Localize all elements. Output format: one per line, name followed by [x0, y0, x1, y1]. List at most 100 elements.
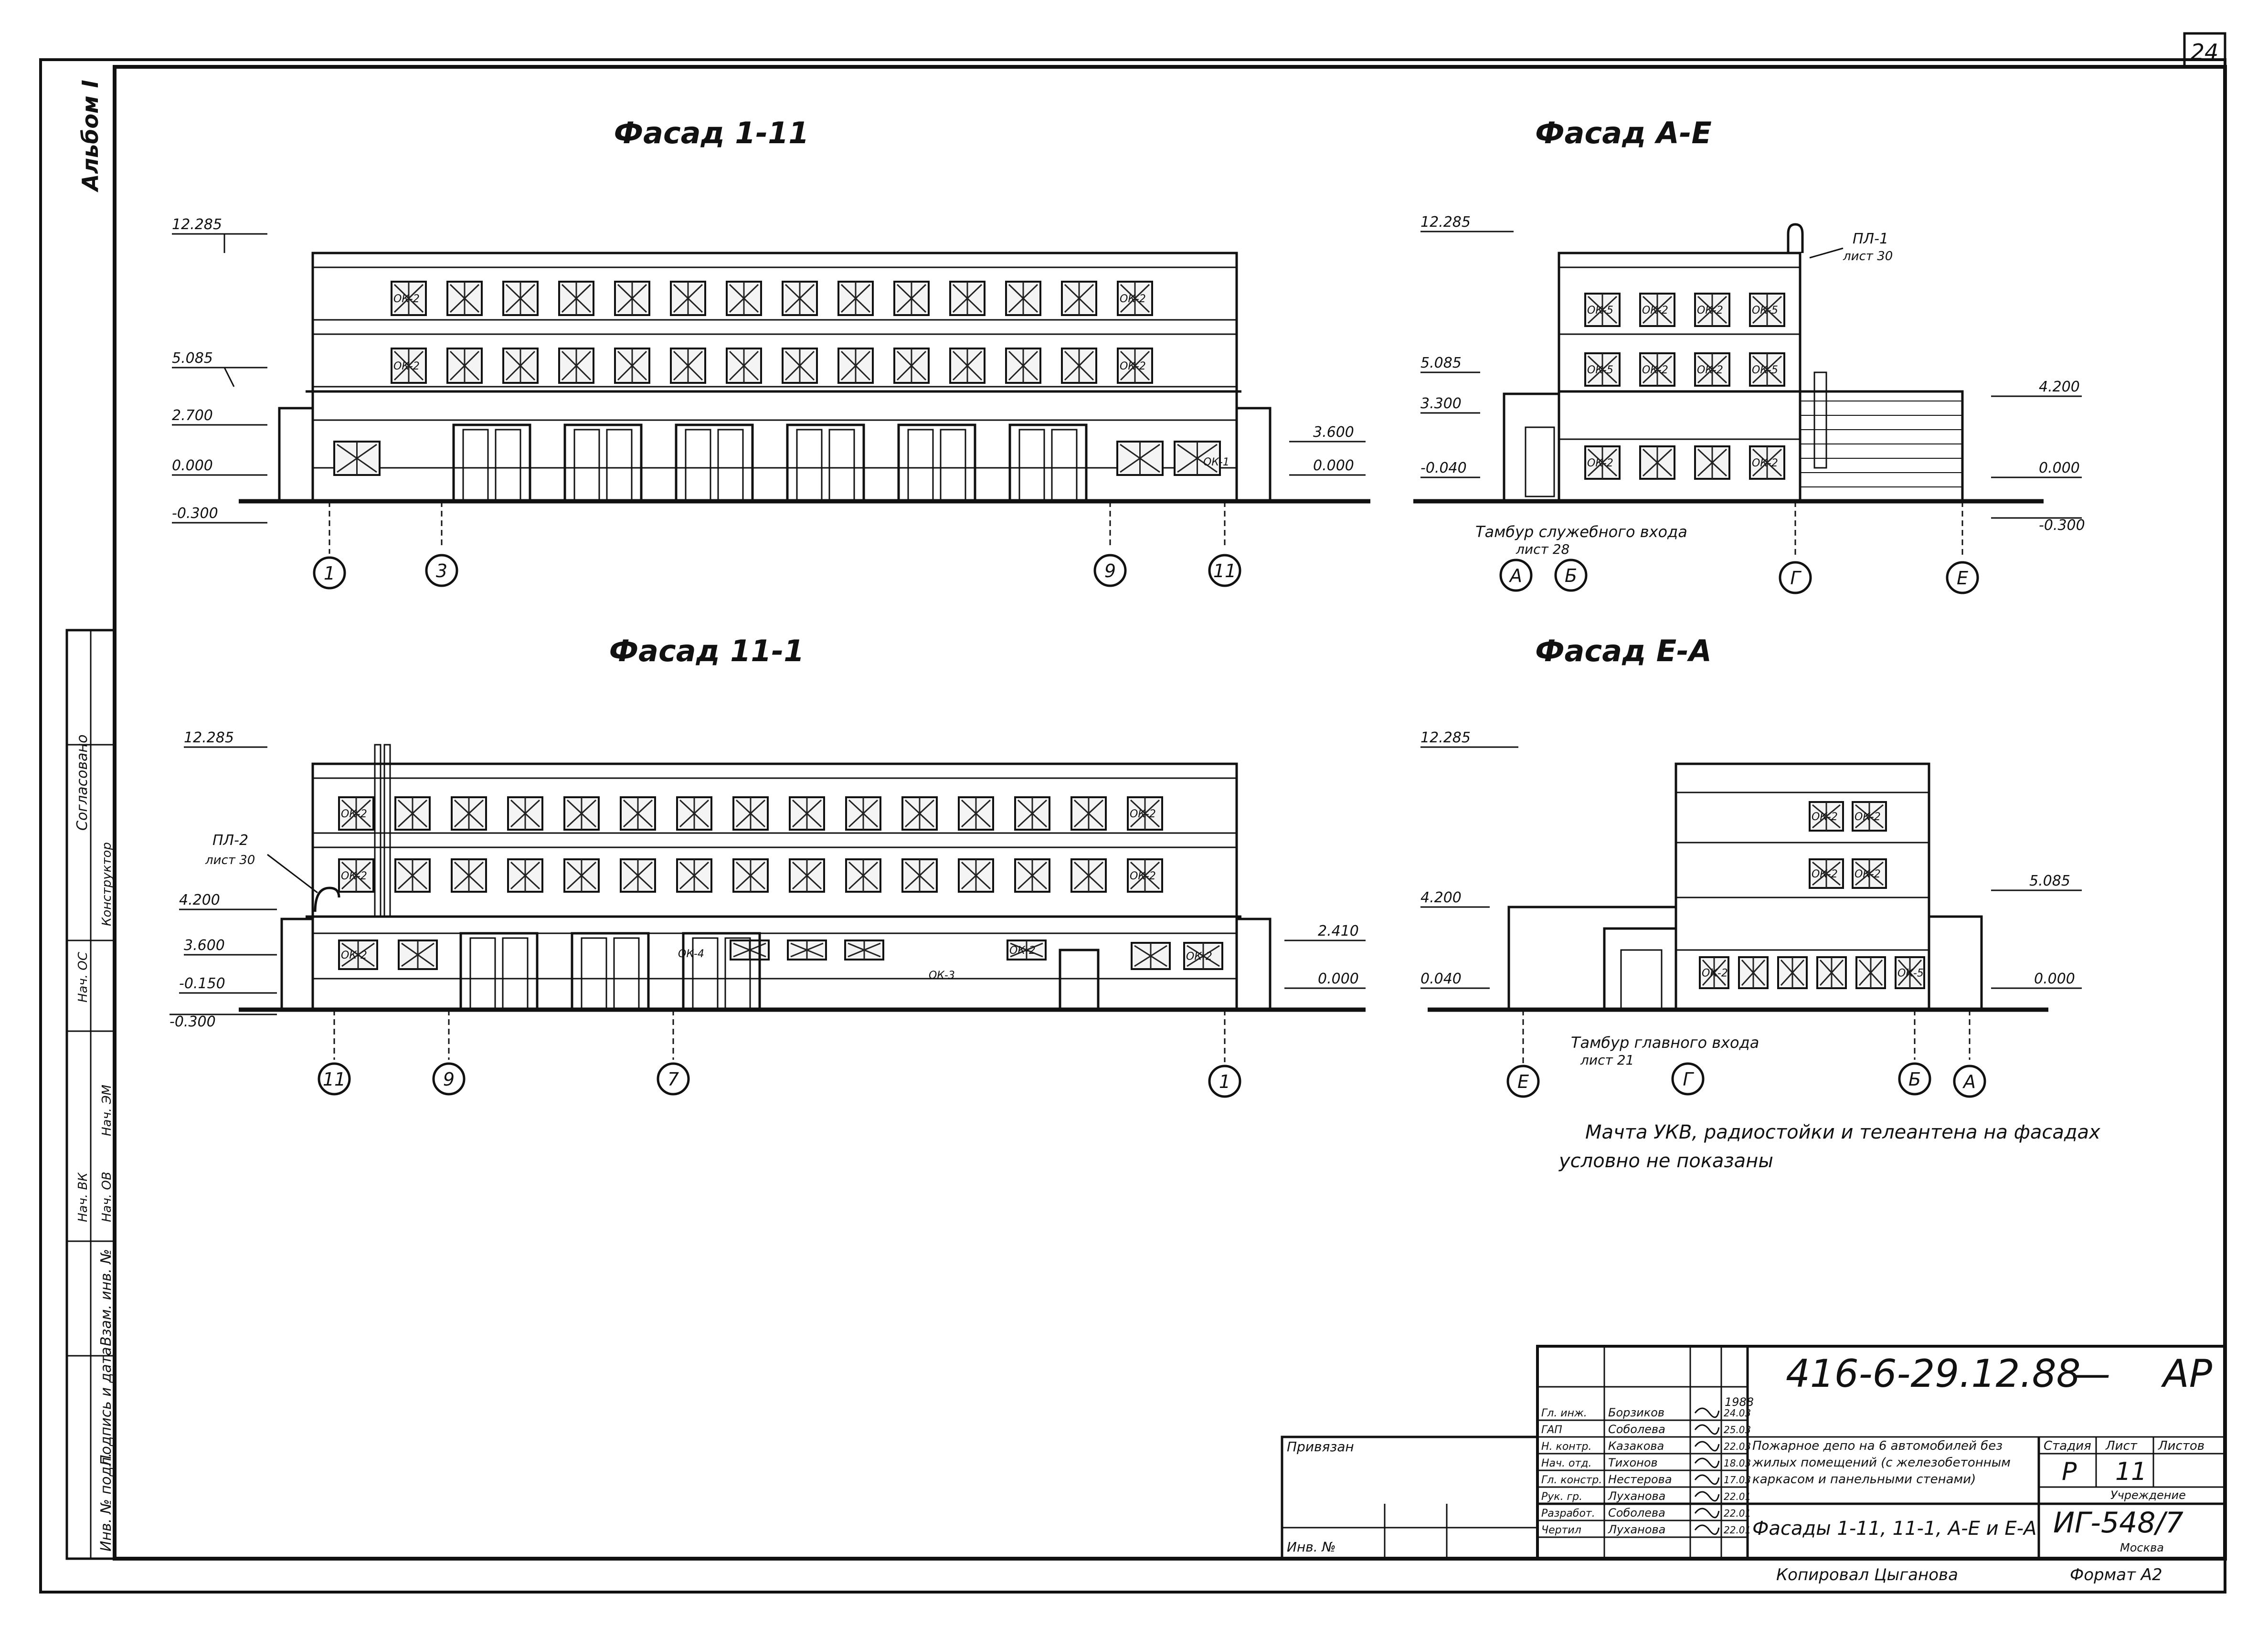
- window-label: ОК-2: [1587, 457, 1613, 469]
- tb-role: ГАП: [1541, 1424, 1562, 1436]
- axis-g-b: Г: [1683, 1069, 1694, 1090]
- level-minus-0150-b: -0.150: [179, 975, 225, 992]
- window: [502, 348, 539, 384]
- level-3600: 3.600: [1313, 424, 1354, 441]
- level-4200-ea: 4.200: [1420, 889, 1462, 906]
- vestibule-main-sheet: лист 21: [1580, 1052, 1634, 1068]
- tb-signature: [1694, 1508, 1720, 1519]
- tb-date: 22.03: [1724, 1441, 1751, 1452]
- window: [620, 796, 656, 831]
- window: [732, 796, 769, 831]
- object-name-3: каркасом и панельными стенами): [1752, 1472, 1976, 1487]
- window-label: ОК-2: [341, 870, 367, 882]
- window-label: ОК-2: [1812, 868, 1838, 880]
- axis-b: Б: [1565, 565, 1577, 586]
- window: [837, 281, 874, 316]
- window: [451, 796, 487, 831]
- window: [845, 796, 881, 831]
- window-label: ОК-2: [1855, 811, 1881, 823]
- window: [1005, 281, 1041, 316]
- window: [558, 281, 594, 316]
- level-4200-ae: 4.200: [2039, 379, 2080, 395]
- level-5085: 5.085: [172, 350, 213, 367]
- window: [787, 939, 827, 960]
- window-label: ОК-2: [393, 360, 420, 372]
- window-label: ОК-2: [1702, 968, 1728, 980]
- format: Формат А2: [2070, 1565, 2162, 1584]
- object-name-2: жилых помещений (с железобетонным: [1752, 1456, 2011, 1470]
- level-2410-b: 2.410: [1318, 923, 1359, 939]
- window: [726, 281, 762, 316]
- window: [676, 858, 712, 893]
- tb-name: Соболева: [1608, 1423, 1665, 1436]
- window: [958, 796, 994, 831]
- axes-1-11: 1 3 9 11: [313, 501, 1241, 590]
- level-0000-ae: 0.000: [2039, 460, 2080, 476]
- window: [1014, 796, 1050, 831]
- window: [507, 858, 543, 893]
- window: [446, 348, 483, 384]
- level-3300-ae: 3.300: [1420, 395, 1462, 412]
- level-12285-b: 12.285: [184, 729, 234, 746]
- stamp-soglasovano: Согласовано: [74, 734, 91, 831]
- window: ОК-2: [1639, 352, 1675, 387]
- level-4200-b: 4.200: [179, 892, 220, 908]
- level-0000-b: 0.000: [1318, 971, 1359, 987]
- window: [1014, 858, 1050, 893]
- window: [394, 858, 431, 893]
- window: [502, 281, 539, 316]
- tb-date: 22.01: [1724, 1524, 1751, 1536]
- level-minus-0300: -0.300: [172, 505, 218, 522]
- window: [1777, 956, 1808, 989]
- axis-a-b: А: [1962, 1071, 1976, 1092]
- window: [1061, 281, 1097, 316]
- sheet-number-box: [2183, 32, 2226, 68]
- axes-11-1: 11 9 7 1: [318, 1010, 1241, 1098]
- window: [394, 796, 431, 831]
- tb-date: 22.01: [1724, 1508, 1751, 1519]
- window: [893, 281, 930, 316]
- window: [670, 348, 706, 384]
- level-minus-0300-ae: -0.300: [2039, 517, 2085, 534]
- stamp-inv-podl: Инв. № подл.: [98, 1453, 115, 1552]
- window: [1070, 796, 1107, 831]
- tb-signature: [1694, 1457, 1720, 1468]
- window: [398, 939, 438, 970]
- left-stamp: Инв. № подл. Подпись и дата Взам. инв. №…: [65, 629, 116, 1560]
- window: ОК-2: [1852, 801, 1887, 832]
- facade-11-1-title: Фасад 11-1: [609, 633, 805, 668]
- stage-value: Р: [2062, 1457, 2077, 1486]
- level-3600-b: 3.600: [184, 937, 225, 954]
- level-12285-ae: 12.285: [1420, 214, 1471, 231]
- tb-date: 22.01: [1724, 1491, 1751, 1502]
- stamp-vzam-inv: Взам. инв. №: [98, 1249, 115, 1346]
- window-label: ОК-2: [1855, 868, 1881, 880]
- window: [893, 348, 930, 384]
- window: ОК-2: [1694, 293, 1730, 327]
- window: [901, 858, 938, 893]
- window: [949, 348, 986, 384]
- note-pl1: ПЛ-1: [1853, 231, 1888, 247]
- facade-e-a-title: Фасад Е-А: [1535, 633, 1712, 668]
- sheet-label: Лист: [2105, 1439, 2138, 1453]
- window: ОК-2: [1694, 352, 1730, 387]
- tb-name: Нестерова: [1608, 1473, 1672, 1486]
- tb-role: Гл. констр.: [1541, 1474, 1602, 1486]
- tb-role: Нач. отд.: [1541, 1457, 1592, 1469]
- window: ОК-5: [1584, 352, 1621, 387]
- window: ОК-2: [338, 858, 374, 893]
- tb-role: Рук. гр.: [1541, 1491, 1582, 1503]
- window: [620, 858, 656, 893]
- window: [563, 858, 600, 893]
- window: [782, 348, 818, 384]
- tb-name: Луханова: [1608, 1489, 1665, 1503]
- drawing-name: Фасады 1-11, 11-1, А-Е и Е-А: [1752, 1518, 2036, 1540]
- city: Москва: [2120, 1541, 2164, 1554]
- axis-7-b: 7: [668, 1069, 679, 1090]
- level-2700: 2.700: [172, 407, 213, 424]
- window: ОК-2: [1117, 281, 1153, 316]
- window-label: ОК-2: [1120, 360, 1146, 372]
- window: [1061, 348, 1097, 384]
- garage-gate: [786, 423, 865, 503]
